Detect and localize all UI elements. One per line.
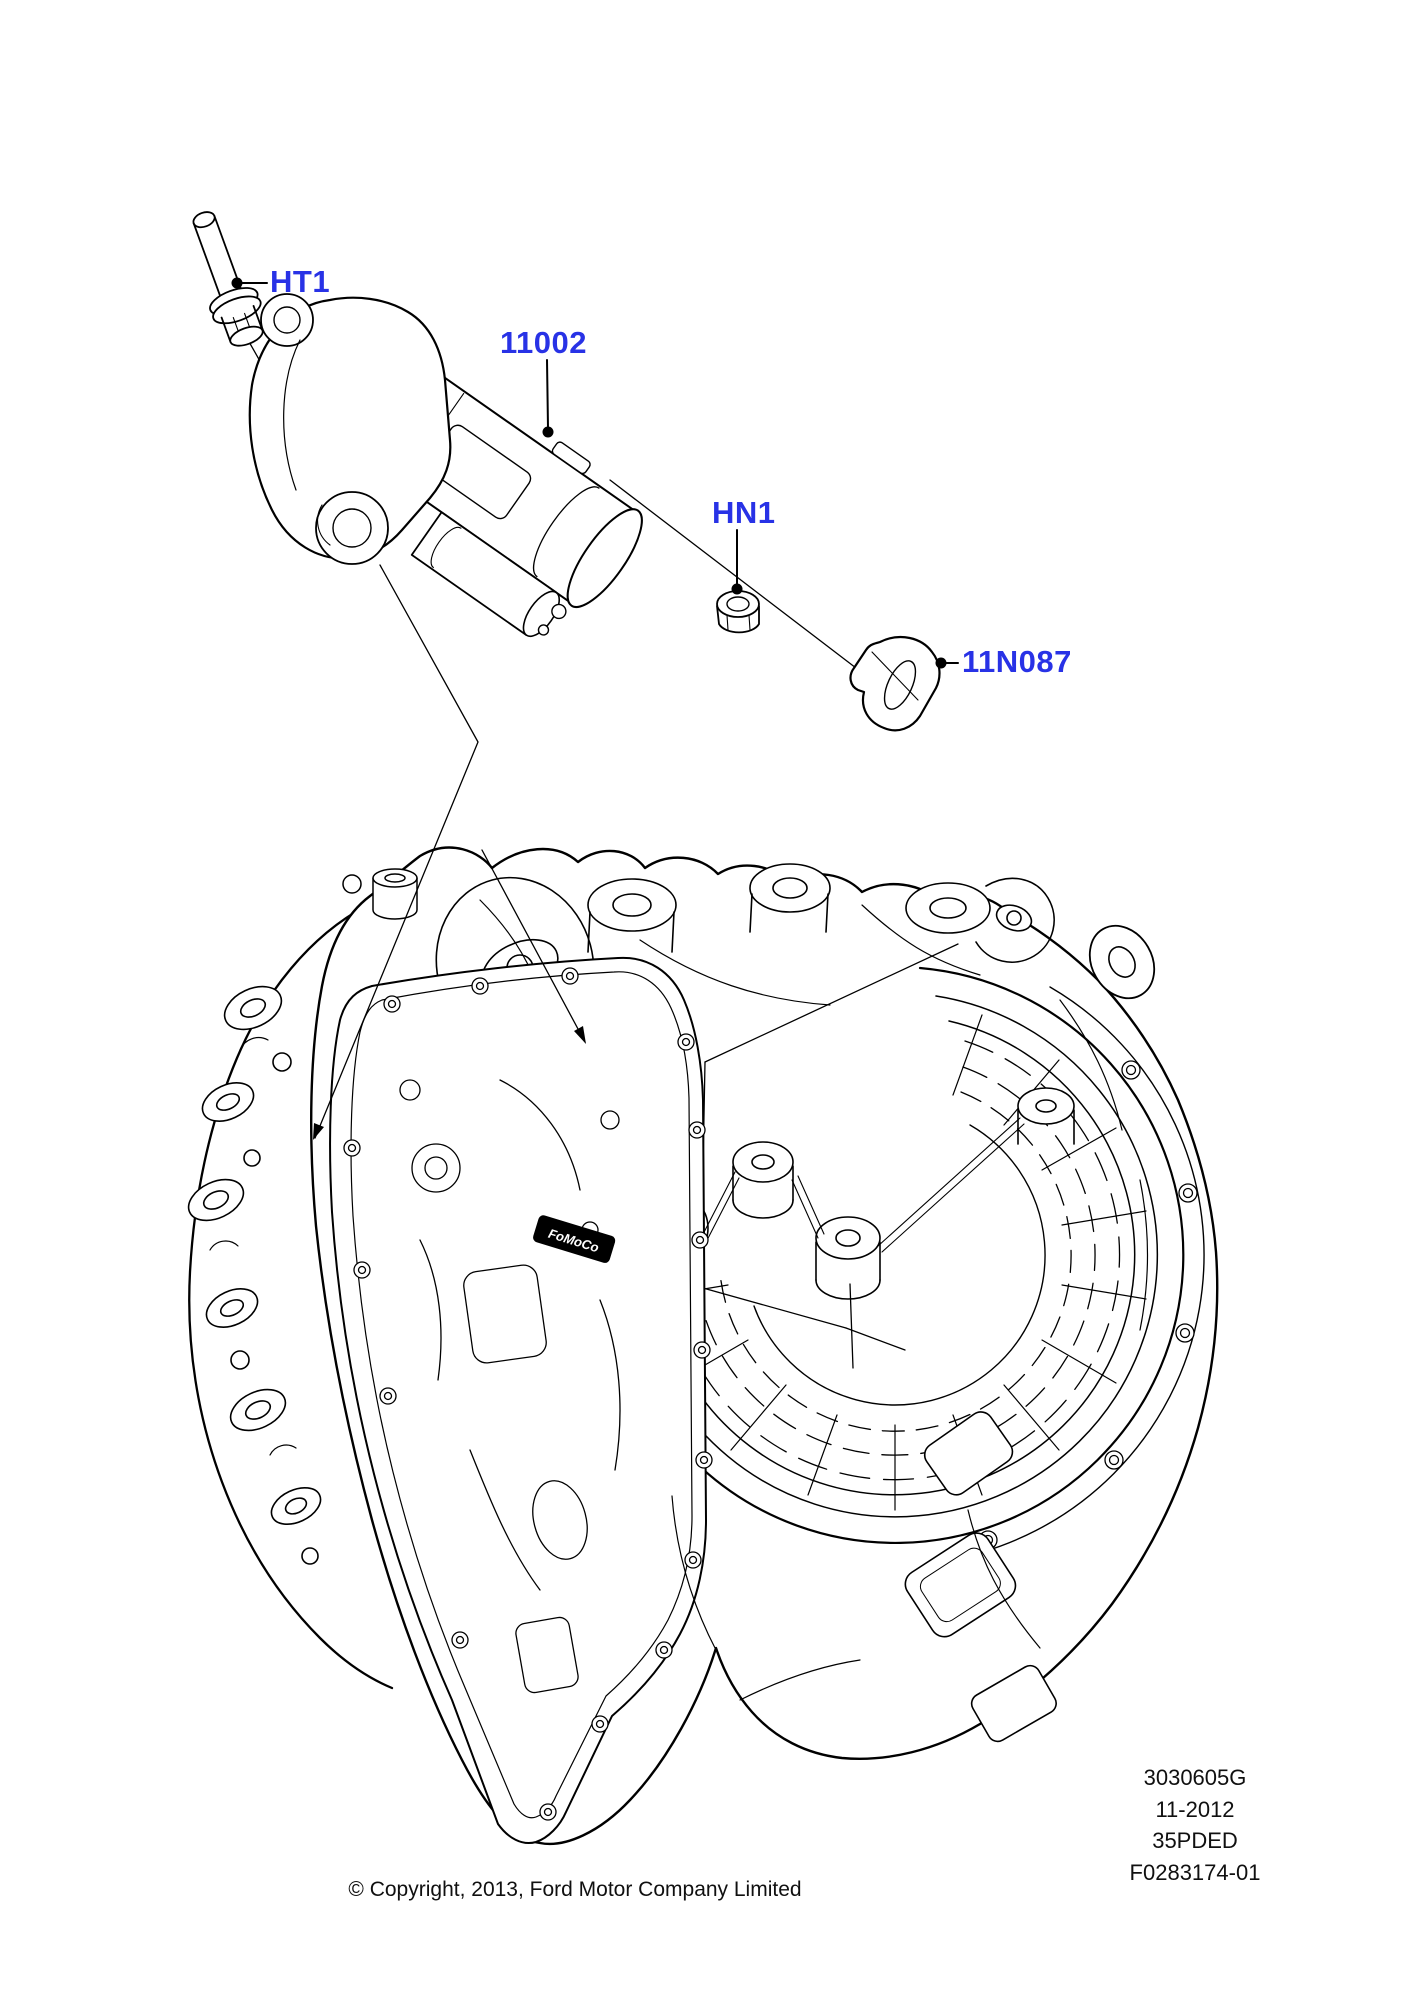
reference-code: F0283174-01 [1129, 1859, 1261, 1885]
bolt-ht1-illustration [178, 205, 273, 353]
part-label-hn1[interactable]: HN1 [712, 495, 776, 530]
part-label-ht1[interactable]: HT1 [270, 264, 331, 299]
part-label-11n087[interactable]: 11N087 [962, 644, 1072, 679]
part-label-11002[interactable]: 11002 [500, 325, 587, 360]
copyright-notice: © Copyright, 2013, Ford Motor Company Li… [348, 1878, 802, 1901]
sensor-11n087-illustration [851, 637, 940, 730]
reference-code: 3030605G [1143, 1765, 1247, 1790]
starter-motor-illustration [250, 294, 662, 658]
gasket-cover-plate [330, 958, 712, 1843]
transaxle-illustration: FoMoCo [182, 848, 1217, 1844]
drawing-reference-codes: 3030605G 11-2012 35PDED F0283174-01 [1085, 1762, 1305, 1888]
reference-code: 11-2012 [1155, 1796, 1235, 1822]
label-leaders [231, 277, 959, 669]
reference-code: 35PDED [1152, 1828, 1238, 1853]
housing-bosses [182, 978, 326, 1564]
nut-hn1-illustration [717, 591, 759, 632]
